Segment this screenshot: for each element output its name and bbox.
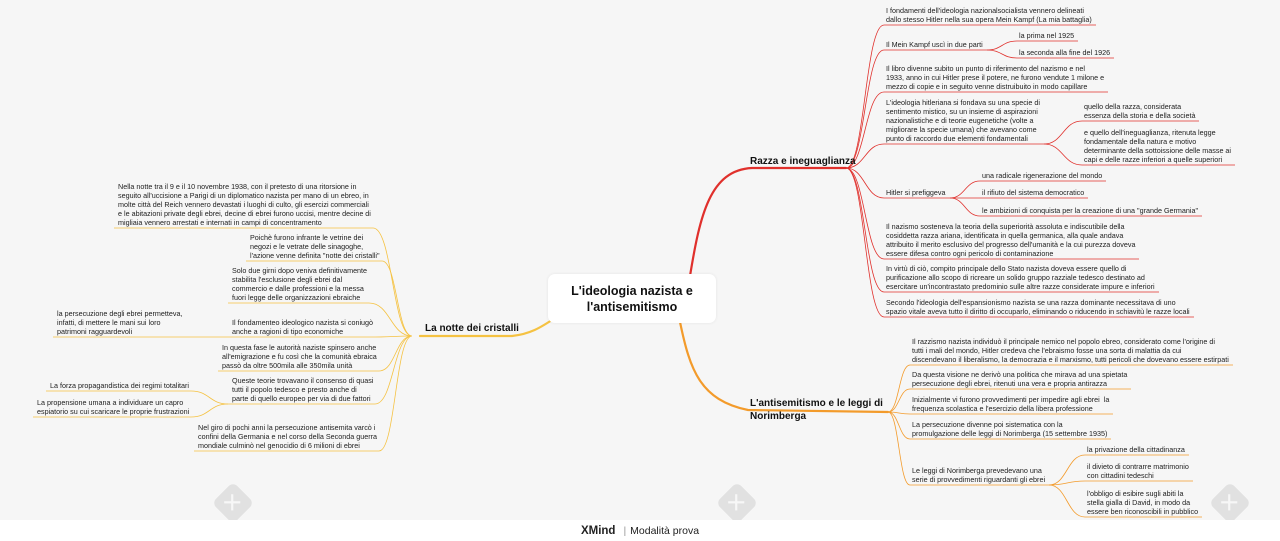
razza-item-conquista-link	[949, 197, 981, 217]
notte-item-nove-novembre[interactable]: Nella notte tra il 9 e il 10 novembre 19…	[118, 182, 371, 228]
razza-item-riferimento-link	[845, 91, 885, 169]
razza-item-hitler-prefiggeva-link	[845, 167, 885, 199]
razza-item-rigenerazione-link	[949, 180, 981, 199]
notte-item-emigrazione[interactable]: In questa fase le autorità naziste spins…	[222, 343, 377, 371]
anti-item-norimberga[interactable]: La persecuzione divenne poi sistematica …	[912, 420, 1108, 439]
footer-separator: |	[623, 524, 627, 537]
branch-razza-title[interactable]: Razza e ineguaglianza	[750, 156, 856, 167]
anti-item-leggi-link	[887, 411, 911, 486]
notte-item-economiche[interactable]: Il fondamenteo ideologico nazista si con…	[232, 318, 374, 337]
anti-item-nemico[interactable]: Il razzismo nazista individuò il princip…	[912, 337, 1229, 365]
razza-item-ineguaglianza-link	[1043, 143, 1083, 166]
anti-item-provvedimenti[interactable]: Inizialmente vi furono provvedimenti per…	[912, 395, 1110, 414]
razza-item-rifiuto[interactable]: il rifiuto del sistema democratico	[982, 188, 1085, 197]
central-topic-label: L'ideologia nazista e l'antisemitismo	[571, 283, 693, 314]
central-topic[interactable]: L'ideologia nazista e l'antisemitismo	[548, 274, 716, 323]
xmind-brand: XMind	[580, 524, 616, 537]
razza-item-espansionismo-link	[845, 167, 885, 318]
trial-footer: XMind | Modalità prova	[0, 520, 1280, 541]
razza-item-espansionismo[interactable]: Secondo l'ideologia dell'espansionismo n…	[886, 298, 1190, 317]
notte-item-esclusione[interactable]: Solo due girni dopo veniva definitivamen…	[232, 266, 368, 303]
notte-item-capro-espiatorio[interactable]: La propensione umana a individuare un ca…	[37, 398, 190, 417]
connector-antisemitismo	[678, 320, 890, 414]
notte-item-propaganda-link	[190, 390, 229, 405]
notte-item-vetrine-link	[381, 260, 413, 337]
razza-item-superiorita[interactable]: Il nazismo sosteneva la teoria della sup…	[886, 222, 1136, 259]
razza-item-seconda-1926[interactable]: la seconda alla fine del 1926	[1019, 48, 1111, 57]
anti-item-norimberga-link	[887, 411, 911, 440]
anti-item-stella[interactable]: l'obbligo di esibire sugli abiti la stel…	[1087, 489, 1199, 517]
watermark-logo-left: ✕	[211, 481, 255, 525]
anti-item-provvedimenti-link	[887, 411, 911, 415]
notte-item-vetrine[interactable]: Poichè furono infrante le vetrine dei ne…	[250, 233, 380, 261]
notte-item-economiche-link	[374, 335, 413, 338]
razza-item-rigenerazione[interactable]: una radicale rigenerazione del mondo	[982, 171, 1103, 180]
notte-item-patrimoni[interactable]: la persecuzione degli ebrei permetteva, …	[57, 309, 183, 337]
razza-item-hitler-prefiggeva[interactable]: Hitler si prefiggeva	[886, 188, 946, 197]
trial-mode-label: Modalità prova	[630, 524, 700, 537]
razza-item-conquista[interactable]: le ambizioni di conquista per la creazio…	[982, 206, 1199, 215]
razza-item-purificazione-link	[845, 167, 885, 293]
notte-item-genocidio-link	[378, 335, 413, 452]
razza-item-razza-link	[1043, 120, 1083, 145]
notte-item-consenso[interactable]: Queste teorie trovavano il consenso di q…	[232, 376, 374, 404]
xmind-x-icon: ✕	[715, 481, 759, 525]
branch-notte-title[interactable]: La notte dei cristalli	[425, 323, 519, 334]
razza-item-due-parti[interactable]: Il Mein Kampf uscì in due parti	[886, 40, 983, 49]
razza-item-riferimento[interactable]: Il libro divenne subito un punto di rife…	[886, 64, 1105, 92]
anti-item-stella-link	[1048, 484, 1086, 518]
watermark-logo-right: ✕	[1208, 481, 1252, 525]
razza-item-seconda-1926-link	[986, 49, 1018, 59]
notte-item-capro-espiatorio-link	[190, 403, 229, 418]
razza-item-ineguaglianza[interactable]: e quello dell'ineguaglianza, ritenuta le…	[1084, 128, 1232, 165]
anti-item-matrimonio-link	[1048, 480, 1086, 486]
notte-item-genocidio[interactable]: Nel giro di pochi anni la persecuzione a…	[198, 423, 377, 451]
anti-item-cittadinanza-link	[1048, 454, 1086, 486]
anti-item-matrimonio[interactable]: il divieto di contrarre matrimonio con c…	[1087, 462, 1189, 481]
xmind-x-icon: ✕	[1208, 481, 1252, 525]
razza-item-superiorita-link	[845, 167, 885, 260]
razza-item-mein-kampf-link	[845, 24, 885, 169]
notte-item-emigrazione-link	[378, 335, 413, 372]
notte-item-propaganda[interactable]: La forza propagandistica dei regimi tota…	[50, 381, 190, 390]
notte-item-esclusione-link	[368, 302, 413, 337]
razza-item-ideologia-link	[845, 143, 885, 169]
razza-item-razza[interactable]: quello della razza, considerata essenza …	[1084, 102, 1196, 121]
razza-item-due-parti-link	[845, 49, 885, 169]
anti-item-persecuzione[interactable]: Da questa visione ne derivò una politica…	[912, 370, 1128, 389]
razza-item-purificazione[interactable]: In virtù di ciò, compito principale dell…	[886, 264, 1155, 292]
anti-item-nemico-link	[887, 364, 911, 413]
anti-item-persecuzione-link	[887, 388, 911, 413]
watermark-logo-center: ✕	[715, 481, 759, 525]
notte-item-consenso-link	[374, 335, 413, 405]
connector-razza	[688, 166, 848, 278]
anti-item-leggi[interactable]: Le leggi di Norimberga prevedevano una s…	[912, 466, 1046, 485]
razza-item-ideologia[interactable]: L'ideologia hitleriana si fondava su una…	[886, 98, 1041, 144]
razza-item-prima-1925-link	[986, 40, 1018, 51]
branch-antisemitismo-title[interactable]: L'antisemitismo e le leggi di Norimberga	[750, 398, 883, 422]
anti-item-cittadinanza[interactable]: la privazione della cittadinanza	[1087, 445, 1185, 454]
xmind-x-icon: ✕	[211, 481, 255, 525]
razza-item-mein-kampf[interactable]: I fondamenti dell'ideologia nazionalsoci…	[886, 6, 1092, 25]
razza-item-prima-1925[interactable]: la prima nel 1925	[1019, 31, 1075, 40]
